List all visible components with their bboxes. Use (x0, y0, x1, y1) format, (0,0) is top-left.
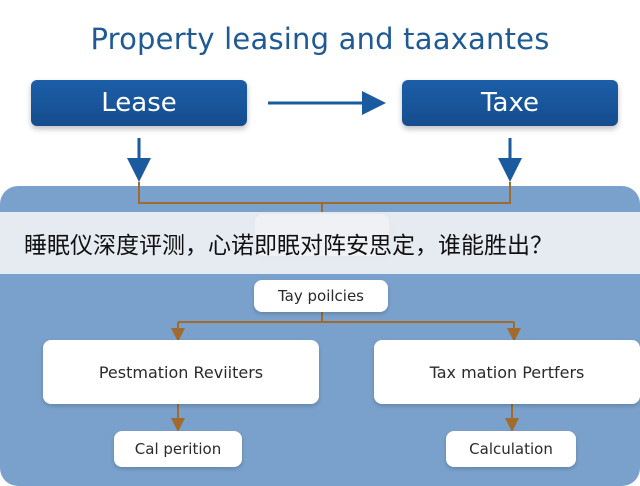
left-mid-label: Pestmation Reviiters (98, 362, 264, 382)
page-title: Property leasing and taaxantes (90, 22, 550, 56)
right-mid-label: Tax mation Pertfers (429, 362, 585, 382)
lease-label: Lease (101, 88, 177, 118)
taxe-label: Taxe (480, 88, 540, 118)
right-mid-node: Tax mation Pertfers (374, 340, 640, 404)
left-bottom-node: Cal perition (114, 431, 242, 467)
taxe-box: Taxe (402, 80, 618, 126)
policies-label: Tay poilcies (277, 287, 364, 305)
left-mid-node: Pestmation Reviiters (43, 340, 319, 404)
lease-box: Lease (31, 80, 247, 126)
right-bottom-label: Calculation (469, 440, 553, 458)
caption-overlay: 睡眠仪深度评测，心诺即眠对阵安思定，谁能胜出？ (0, 212, 640, 274)
policies-node: Tay poilcies (254, 280, 388, 312)
connector-top (138, 182, 511, 204)
right-bottom-node: Calculation (446, 431, 576, 467)
caption-text: 睡眠仪深度评测，心诺即眠对阵安思定，谁能胜出？ (24, 233, 553, 259)
left-bottom-label: Cal perition (134, 440, 222, 458)
